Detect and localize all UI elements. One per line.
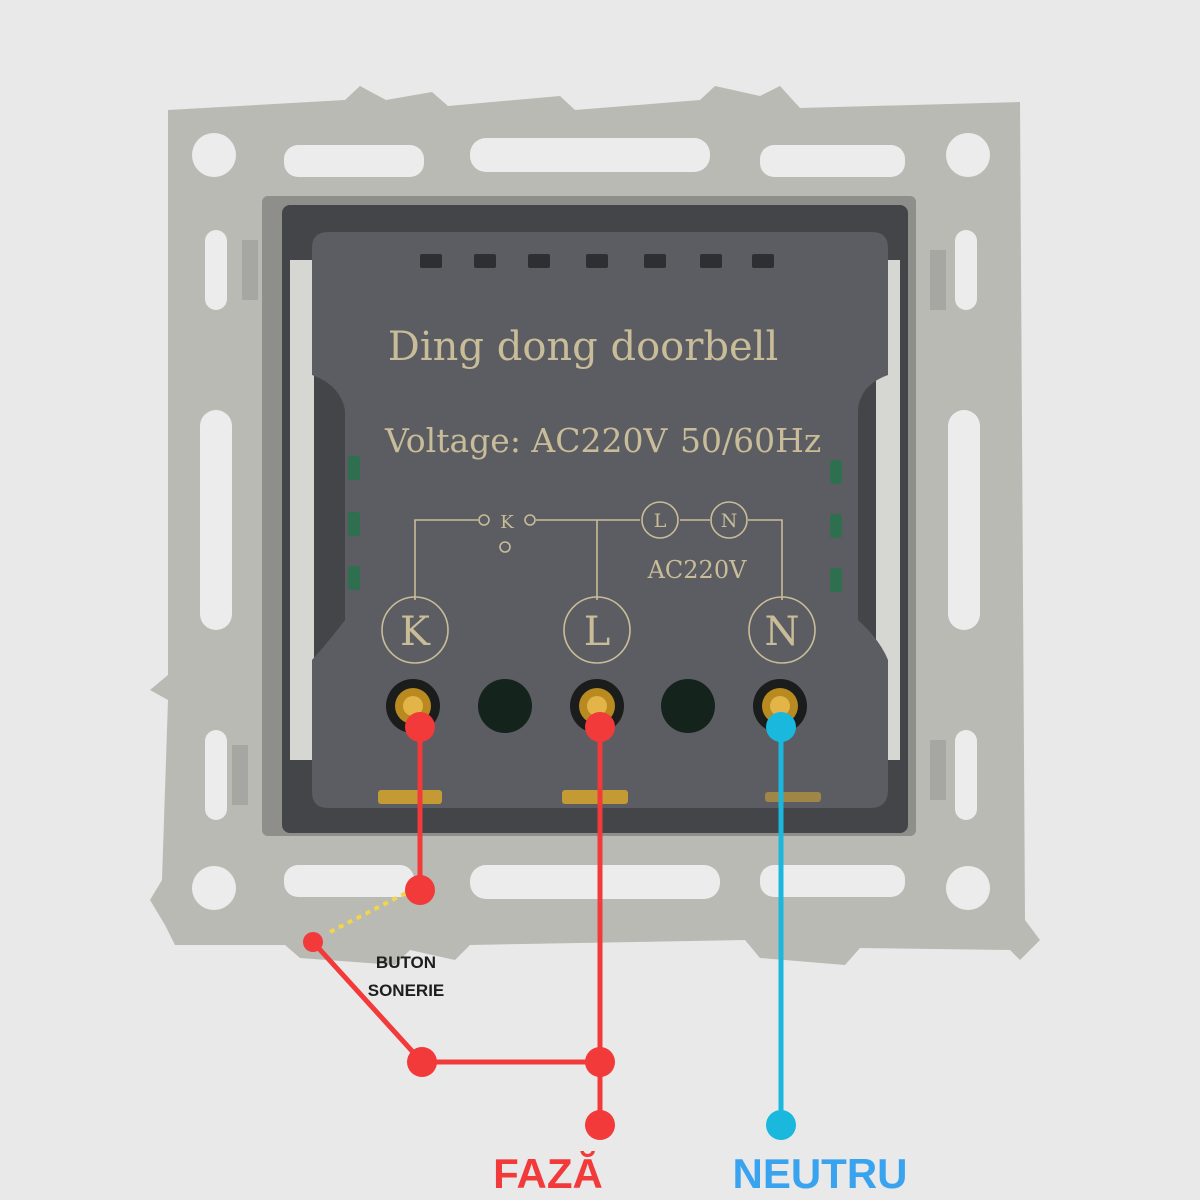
schematic-n-label: N xyxy=(721,510,738,532)
frame-hole-tr xyxy=(946,133,990,177)
node-l-terminal xyxy=(585,712,615,742)
node-neutral-end xyxy=(766,1110,796,1140)
empty-hole-2 xyxy=(661,679,715,733)
frame-hole-bl xyxy=(192,866,236,910)
device-title: Ding dong doorbell xyxy=(388,324,778,370)
schematic-l-label: L xyxy=(654,510,667,532)
terminal-label-k: K xyxy=(400,609,431,655)
terminal-circle-n xyxy=(748,596,816,664)
button-label-line1: BUTON xyxy=(376,953,436,972)
node-button-top xyxy=(405,875,435,905)
schematic-switch-k: K xyxy=(500,512,514,533)
node-junction-left xyxy=(407,1047,437,1077)
node-k-terminal xyxy=(405,712,435,742)
neutral-label: NEUTRU xyxy=(733,1150,908,1197)
terminal-label-l: L xyxy=(584,609,611,655)
terminal-circle-k xyxy=(381,596,449,664)
node-n-terminal xyxy=(766,712,796,742)
node-button-bottom xyxy=(303,932,323,952)
terminal-label-n: N xyxy=(765,609,800,655)
phase-label: FAZĂ xyxy=(493,1150,603,1197)
terminal-circle-l xyxy=(563,596,631,664)
doorbell-module: Ding dong doorbell Voltage: AC220V 50/60… xyxy=(282,205,908,833)
button-label-line2: SONERIE xyxy=(368,981,445,1000)
node-phase-end xyxy=(585,1110,615,1140)
schematic-supply-label: AC220V xyxy=(647,556,748,584)
wire-nodes xyxy=(303,712,796,1140)
button-switch-gap xyxy=(329,890,409,934)
circuit-schematic xyxy=(381,501,816,664)
empty-hole-1 xyxy=(478,679,532,733)
top-vents xyxy=(420,254,774,268)
voltage-label: Voltage: AC220V xyxy=(384,421,668,460)
frame-hole-br xyxy=(946,866,990,910)
node-junction-right xyxy=(585,1047,615,1077)
frequency-label: 50/60Hz xyxy=(680,421,821,460)
frame-hole-tl xyxy=(192,133,236,177)
